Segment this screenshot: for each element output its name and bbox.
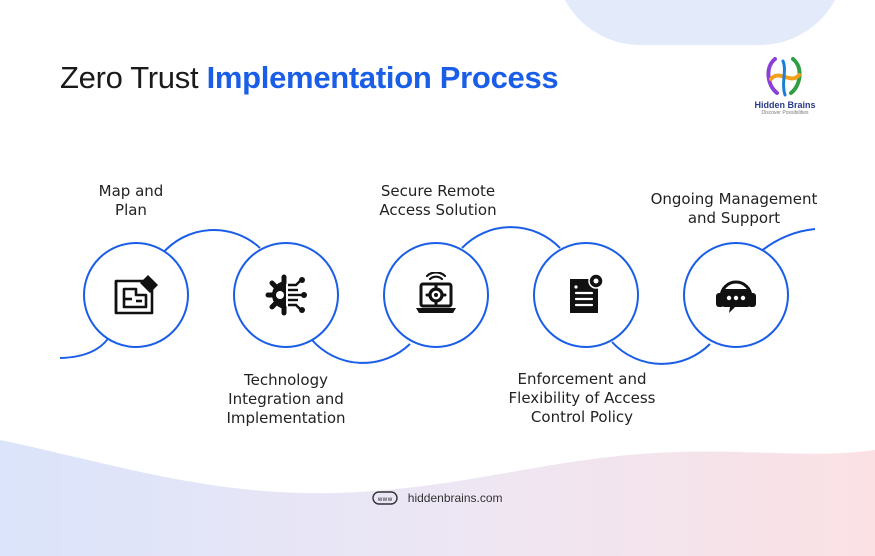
laptop-gear-icon xyxy=(416,272,456,313)
logo-mark-icon xyxy=(766,57,802,97)
page-title: Zero Trust Implementation Process xyxy=(60,60,559,96)
background-bottom-wave xyxy=(0,440,875,556)
headset-chat-icon xyxy=(716,280,756,313)
circuit-gear-icon xyxy=(265,274,307,316)
title-prefix: Zero Trust xyxy=(60,60,199,95)
title-highlight: Implementation Process xyxy=(206,60,559,95)
step-4-circle xyxy=(533,242,639,348)
step-2-label: Technology Integration and Implementatio… xyxy=(226,371,346,427)
policy-document-icon xyxy=(570,273,604,313)
www-icon: www xyxy=(372,491,399,505)
blueprint-icon xyxy=(114,275,158,315)
footer-url[interactable]: hiddenbrains.com xyxy=(407,490,503,505)
step-1-circle xyxy=(83,242,189,348)
step-5-label: Ongoing Management and Support xyxy=(650,190,818,227)
step-4-label: Enforcement and Flexibility of Access Co… xyxy=(508,370,656,426)
logo-name: Hidden Brains xyxy=(754,100,816,110)
step-3-label: Secure Remote Access Solution xyxy=(379,182,497,219)
step-3-circle xyxy=(383,242,489,348)
step-5-circle xyxy=(683,242,789,348)
footer: www hiddenbrains.com xyxy=(0,490,875,505)
step-2-circle xyxy=(233,242,339,348)
hidden-brains-logo: Hidden Brains Discover Possibilities xyxy=(740,55,830,125)
logo-tagline: Discover Possibilities xyxy=(761,110,809,116)
svg-text:www: www xyxy=(378,496,393,503)
step-1-label: Map and Plan xyxy=(98,182,164,219)
